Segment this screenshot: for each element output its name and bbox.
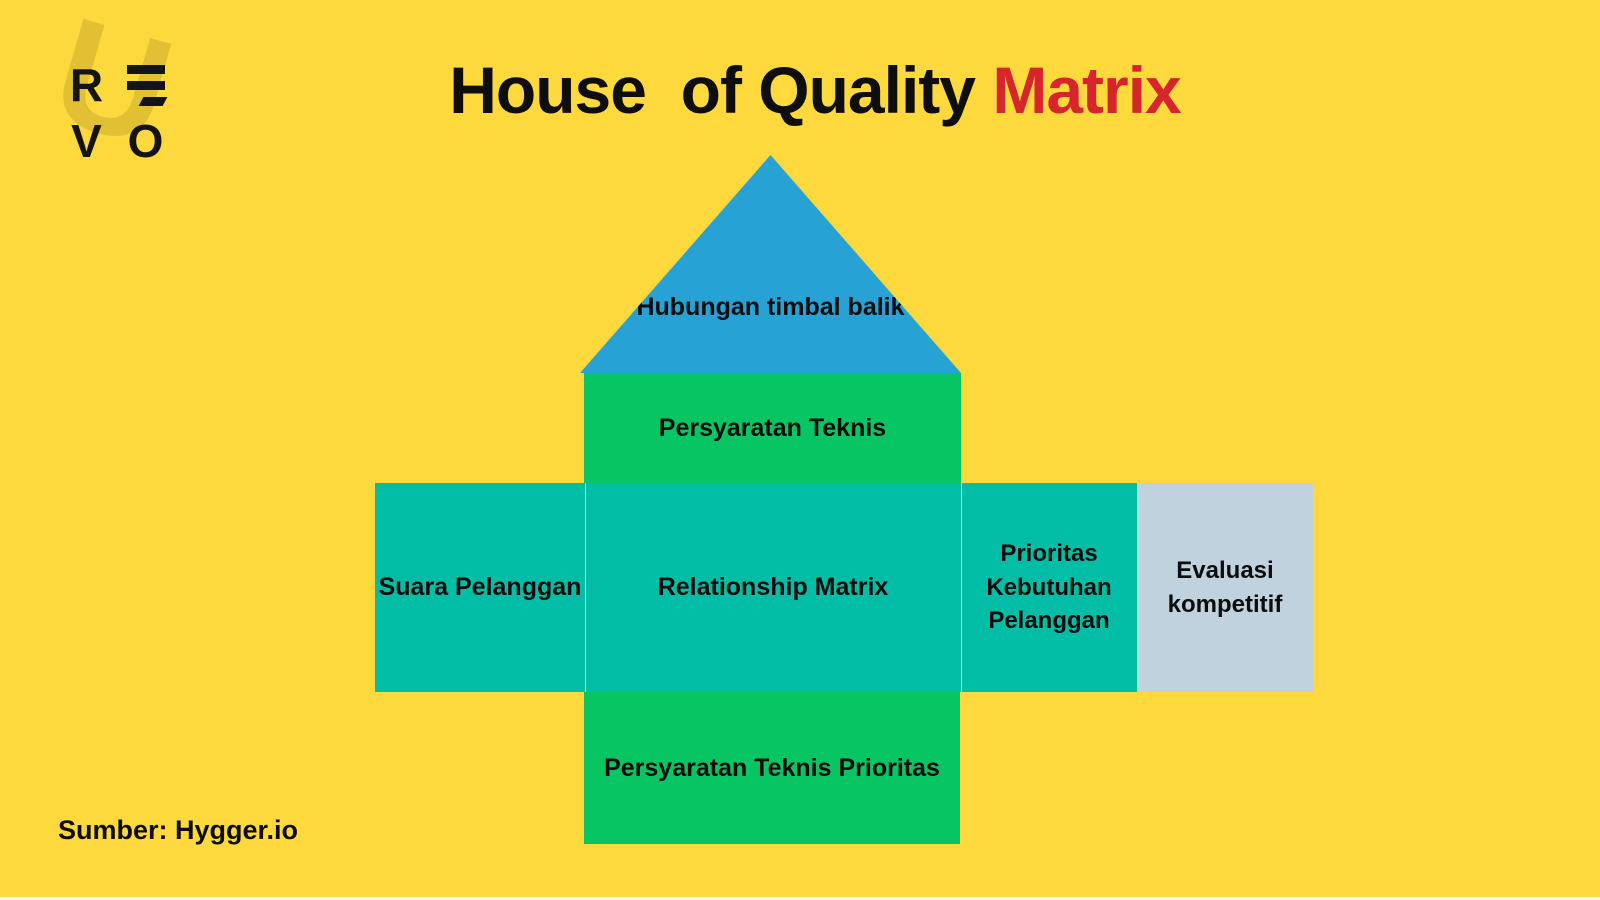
customer-needs-priority-box: Prioritas Kebutuhan Pelanggan	[961, 483, 1137, 692]
customer-voice-box: Suara Pelanggan	[375, 483, 585, 692]
technical-priority-box: Persyaratan Teknis Prioritas	[584, 692, 960, 844]
relationship-matrix-box: Relationship Matrix	[585, 483, 961, 692]
bottom-edge-strip	[0, 897, 1600, 900]
source-credit: Sumber: Hygger.io	[58, 815, 299, 845]
letter-e-bars-icon	[126, 64, 167, 106]
technical-priority-label: Persyaratan Teknis Prioritas	[604, 753, 940, 782]
competitive-evaluation-label: Evaluasi kompetitif	[1167, 556, 1283, 618]
logo-letter-e	[123, 62, 168, 108]
letter-e-bar-top	[126, 64, 165, 74]
technical-requirements-box: Persyaratan Teknis	[584, 373, 961, 483]
logo-letter-o: O	[127, 115, 164, 167]
title-main: House of Quality	[449, 53, 976, 127]
letter-e-bar-middle	[126, 80, 165, 90]
relationship-matrix-label: Relationship Matrix	[657, 573, 889, 601]
technical-requirements-label: Persyaratan Teknis	[658, 413, 887, 442]
logo-letter-grid: R V O	[64, 59, 168, 164]
title-accent: Matrix	[992, 53, 1181, 127]
customer-needs-priority-label: Prioritas Kebutuhan Pelanggan	[986, 540, 1112, 635]
roof-label: Hubungan timbal balik	[636, 293, 905, 321]
customer-voice-label: Suara Pelanggan	[378, 573, 582, 601]
letter-e-bar-bottom	[138, 96, 167, 106]
brand-logo: U R V O	[37, 0, 189, 179]
logo-letter-r: R	[69, 59, 104, 111]
page-title: House of Quality Matrix	[410, 52, 1220, 128]
roof-triangle: Hubungan timbal balik	[580, 155, 961, 373]
competitive-evaluation-box: Evaluasi kompetitif	[1137, 483, 1313, 692]
logo-letter-v: V	[71, 115, 102, 167]
